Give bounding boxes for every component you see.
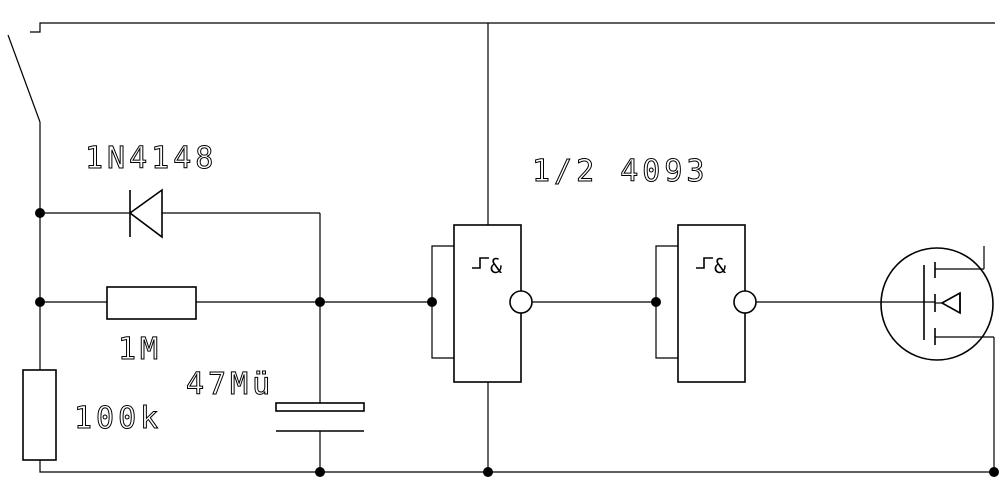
bottom-ground-rail [39,382,995,473]
label-ic: 1/2 4093 [532,154,709,189]
junction-dot [427,297,437,307]
junctions [35,208,999,477]
resistor-1m [40,286,432,320]
label-resistor-1m: 1M [118,332,162,367]
junction-dot [315,467,325,477]
junction-dot [989,467,999,477]
junction-dot [35,208,45,218]
junction-dot [651,297,661,307]
label-capacitor: 47Mü [186,367,274,402]
junction-dot [35,297,45,307]
svg-text:&: & [714,254,726,278]
junction-dot [315,297,325,307]
label-resistor-100k: 100k [74,401,162,436]
mosfet [880,246,995,472]
diode-1n4148 [40,188,321,403]
junction-dot [483,467,493,477]
svg-text:&: & [490,254,502,278]
top-supply-rail [30,22,995,225]
resistor-100k [22,369,57,461]
switch [7,34,41,370]
nand-gate-1: & [431,224,656,383]
capacitor-47mu [275,402,365,472]
nand-gate-2: & [655,224,935,383]
label-diode: 1N4148 [85,141,217,176]
